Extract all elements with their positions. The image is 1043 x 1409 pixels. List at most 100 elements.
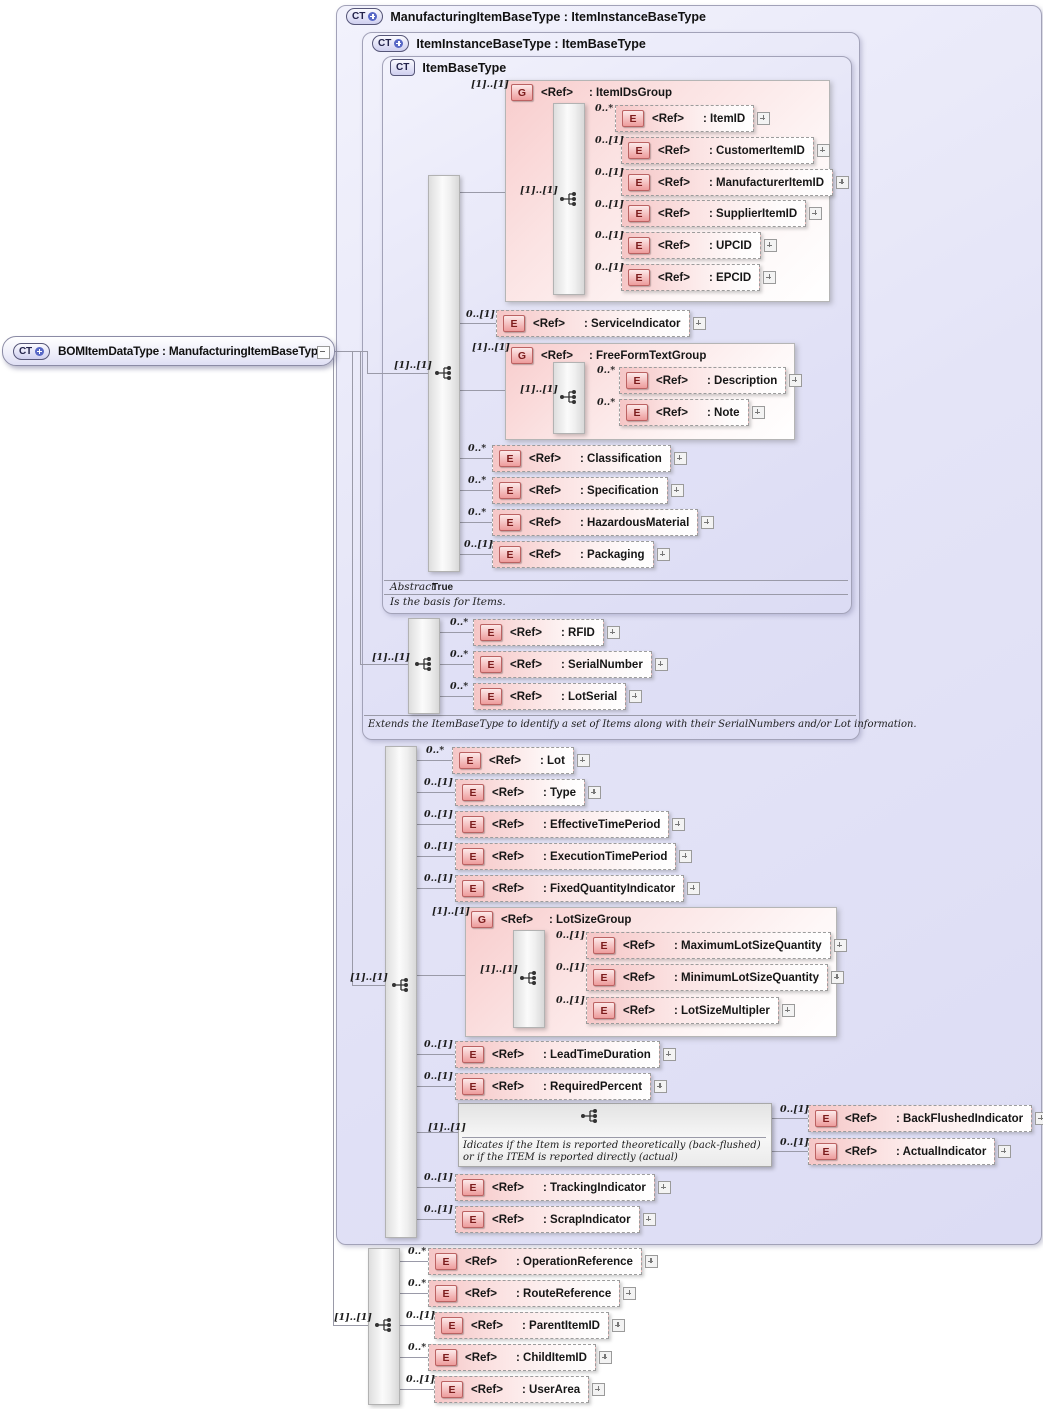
expand-icon[interactable] xyxy=(836,176,850,189)
element-requiredpercent[interactable]: E<Ref>: RequiredPercent xyxy=(455,1073,668,1100)
expand-icon[interactable] xyxy=(701,516,715,529)
expand-icon[interactable] xyxy=(833,939,847,952)
expand-icon[interactable] xyxy=(781,1004,795,1017)
element-backflushedindicator[interactable]: E<Ref>: BackFlushedIndicator xyxy=(808,1105,1043,1132)
element-routereference[interactable]: E<Ref>: RouteReference xyxy=(428,1280,637,1307)
connector xyxy=(438,664,473,665)
element-classification[interactable]: E<Ref>: Classification xyxy=(492,445,687,472)
expand-icon[interactable] xyxy=(672,818,686,831)
element-badge: E xyxy=(462,880,484,897)
element-badge: E xyxy=(441,1381,463,1398)
expand-icon[interactable] xyxy=(670,484,684,497)
element-customeritemid[interactable]: E<Ref>: CustomerItemID xyxy=(621,137,830,164)
element-trackingindicator[interactable]: E<Ref>: TrackingIndicator xyxy=(455,1174,671,1201)
element-upcid[interactable]: E<Ref>: UPCID xyxy=(621,232,777,259)
element-lot[interactable]: E<Ref>: Lot xyxy=(452,747,590,774)
element-childitemid[interactable]: E<Ref>: ChildItemID xyxy=(428,1344,612,1371)
type-title: ItemBaseType xyxy=(422,60,507,75)
expand-icon[interactable] xyxy=(606,626,620,639)
element-lotserial[interactable]: E<Ref>: LotSerial xyxy=(473,683,643,710)
element-manufactureritemid[interactable]: E<Ref>: ManufacturerItemID xyxy=(621,169,850,196)
cardinality: 0..[1] xyxy=(780,1104,809,1115)
root-type-bomitemdatatype[interactable]: CT BOMItemDataType : ManufacturingItemBa… xyxy=(2,336,336,366)
element-supplieritemid[interactable]: E<Ref>: SupplierItemID xyxy=(621,200,823,227)
element-badge: E xyxy=(593,1002,615,1019)
element-name: : Packaging xyxy=(580,548,645,561)
expand-icon[interactable] xyxy=(998,1145,1012,1158)
header-itembasetype[interactable]: CT ItemBaseType xyxy=(390,59,506,76)
expand-icon[interactable] xyxy=(757,112,771,125)
element-scrapindicator[interactable]: E<Ref>: ScrapIndicator xyxy=(455,1206,656,1233)
complex-type-badge: CT xyxy=(13,342,50,360)
element-minimumlotsizequantity[interactable]: E<Ref>: MinimumLotSizeQuantity xyxy=(586,964,845,991)
expand-icon[interactable] xyxy=(654,658,668,671)
sequence-compositor[interactable] xyxy=(385,746,417,1238)
expand-icon[interactable] xyxy=(644,1255,658,1268)
element-lotsizemultipler[interactable]: E<Ref>: LotSizeMultipler xyxy=(586,997,795,1024)
element-parentitemid[interactable]: E<Ref>: ParentItemID xyxy=(434,1312,625,1339)
expand-icon[interactable] xyxy=(629,690,643,703)
expand-icon[interactable] xyxy=(657,1181,671,1194)
expand-icon[interactable] xyxy=(763,239,777,252)
element-type[interactable]: E<Ref>: Type xyxy=(455,779,602,806)
element-fixedquantityindicator[interactable]: E<Ref>: FixedQuantityIndicator xyxy=(455,875,701,902)
element-name: : BackFlushedIndicator xyxy=(896,1112,1024,1125)
expand-icon[interactable] xyxy=(763,271,777,284)
element-userarea[interactable]: E<Ref>: UserArea xyxy=(434,1376,606,1403)
element-serialnumber[interactable]: E<Ref>: SerialNumber xyxy=(473,651,668,678)
element-specification[interactable]: E<Ref>: Specification xyxy=(492,477,684,504)
ref-label: <Ref> xyxy=(652,112,684,125)
expand-icon[interactable] xyxy=(831,971,845,984)
group-name: : LotSizeGroup xyxy=(549,913,632,926)
element-name: : Type xyxy=(543,786,577,799)
connector xyxy=(415,856,455,857)
expand-icon[interactable] xyxy=(687,882,701,895)
header-iteminstancebasetype[interactable]: CT ItemInstanceBaseType : ItemBaseType xyxy=(372,35,646,52)
expand-icon[interactable] xyxy=(642,1213,656,1226)
connector xyxy=(770,1151,808,1152)
element-badge: E xyxy=(628,142,650,159)
expand-icon[interactable] xyxy=(662,1048,676,1061)
element-leadtimeduration[interactable]: E<Ref>: LeadTimeDuration xyxy=(455,1041,676,1068)
expand-icon[interactable] xyxy=(576,754,590,767)
expand-icon[interactable] xyxy=(809,207,823,220)
element-description[interactable]: E<Ref>: Description xyxy=(619,367,803,394)
expand-icon[interactable] xyxy=(692,317,706,330)
element-actualindicator[interactable]: E<Ref>: ActualIndicator xyxy=(808,1138,1012,1165)
element-name: : CustomerItemID xyxy=(709,144,805,157)
element-operationreference[interactable]: E<Ref>: OperationReference xyxy=(428,1248,658,1275)
expand-icon[interactable] xyxy=(1035,1112,1043,1125)
element-executiontimeperiod[interactable]: E<Ref>: ExecutionTimePeriod xyxy=(455,843,693,870)
element-rfid[interactable]: E<Ref>: RFID xyxy=(473,619,620,646)
element-hazardousmaterial[interactable]: E<Ref>: HazardousMaterial xyxy=(492,509,715,536)
expand-icon[interactable] xyxy=(751,406,765,419)
expand-icon[interactable] xyxy=(789,374,803,387)
collapse-handle[interactable] xyxy=(317,346,330,359)
element-serviceindicator[interactable]: E<Ref>: ServiceIndicator xyxy=(496,310,706,337)
element-epcid[interactable]: E<Ref>: EPCID xyxy=(621,264,777,291)
expand-icon[interactable] xyxy=(816,144,830,157)
element-maximumlotsizequantity[interactable]: E<Ref>: MaximumLotSizeQuantity xyxy=(586,932,847,959)
expand-icon[interactable] xyxy=(654,1080,668,1093)
element-badge: E xyxy=(626,404,648,421)
expand-icon[interactable] xyxy=(598,1351,612,1364)
connector xyxy=(398,1293,428,1294)
expand-icon[interactable] xyxy=(623,1287,637,1300)
element-effectivetimeperiod[interactable]: E<Ref>: EffectiveTimePeriod xyxy=(455,811,686,838)
element-itemid[interactable]: E<Ref>: ItemID xyxy=(615,105,771,132)
expand-icon[interactable] xyxy=(592,1383,606,1396)
ref-label: <Ref> xyxy=(489,754,521,767)
annotated-compositor-box[interactable] xyxy=(458,1103,772,1167)
element-note[interactable]: E<Ref>: Note xyxy=(619,399,765,426)
expand-icon[interactable] xyxy=(673,452,687,465)
ref-label: <Ref> xyxy=(465,1287,497,1300)
expand-icon[interactable] xyxy=(588,786,602,799)
element-packaging[interactable]: E<Ref>: Packaging xyxy=(492,541,670,568)
element-badge: E xyxy=(435,1253,457,1270)
ref-label: <Ref> xyxy=(492,1181,524,1194)
header-manufacturingitembasetype[interactable]: CT ManufacturingItemBaseType : ItemInsta… xyxy=(346,8,706,25)
sequence-icon xyxy=(520,971,536,985)
expand-icon[interactable] xyxy=(679,850,693,863)
expand-icon[interactable] xyxy=(611,1319,625,1332)
expand-icon[interactable] xyxy=(656,548,670,561)
